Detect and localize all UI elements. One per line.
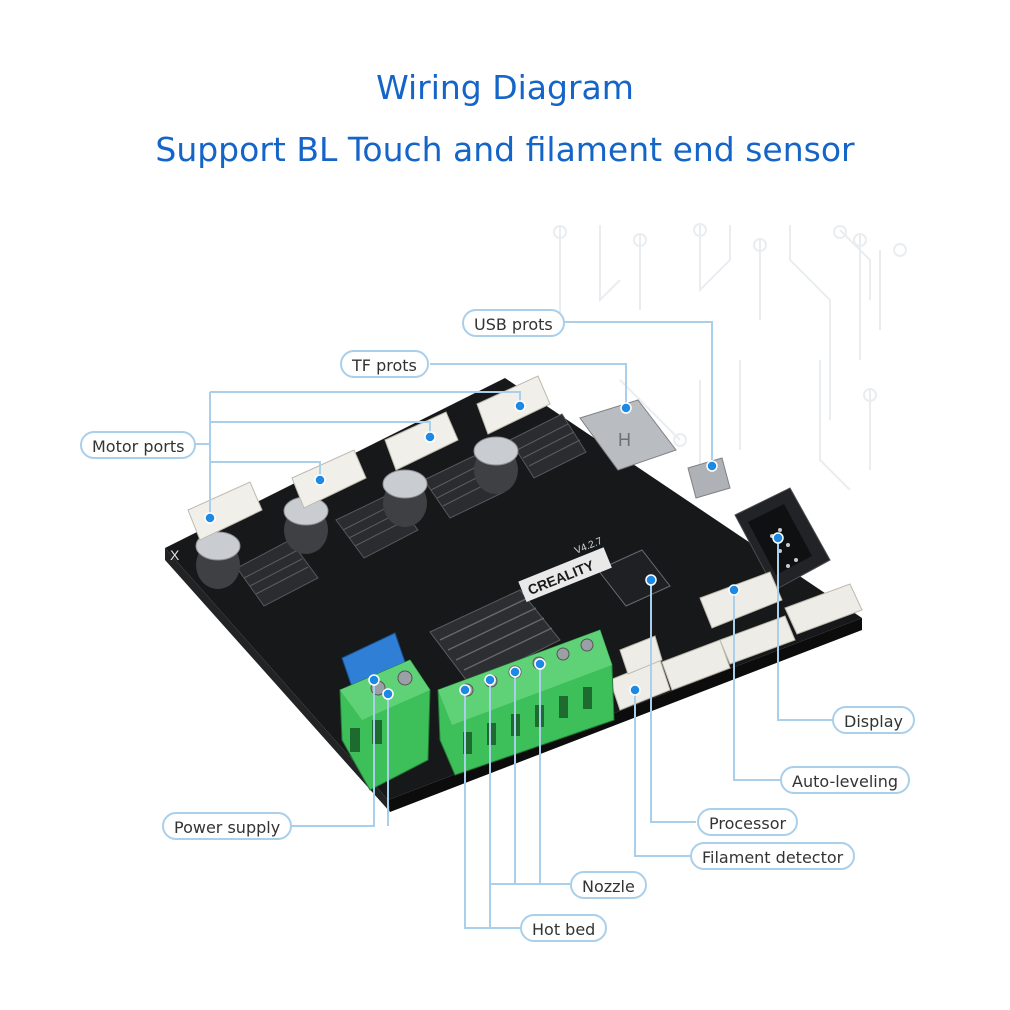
label-tf-ports: TF prots [340, 350, 429, 378]
svg-text:H: H [618, 430, 631, 450]
diagram-subtitle: Support BL Touch and filament end sensor [155, 130, 855, 169]
label-processor: Processor [697, 808, 799, 836]
axis-mark: X [170, 547, 180, 563]
label-motor-ports: Motor ports [80, 431, 197, 459]
label-nozzle: Nozzle [570, 871, 647, 899]
main-heatsink [429, 589, 561, 686]
capacitors [195, 436, 519, 589]
label-filament-detector: Filament detector [690, 842, 856, 870]
label-auto-leveling: Auto-leveling [780, 766, 911, 794]
leader-lines [194, 321, 833, 929]
connection-dots [204, 400, 784, 700]
background-circuit-pattern [553, 223, 907, 491]
mainboard: H CREALITY V4.2.7 X [165, 375, 863, 812]
label-usb-ports: USB prots [462, 309, 565, 337]
motor-connectors [187, 375, 551, 541]
diagram-title: Wiring Diagram [376, 68, 634, 107]
label-power-supply: Power supply [162, 812, 293, 840]
label-hot-bed: Hot bed [520, 914, 608, 942]
tf-card-slot: H [579, 399, 677, 471]
label-display: Display [832, 706, 915, 734]
